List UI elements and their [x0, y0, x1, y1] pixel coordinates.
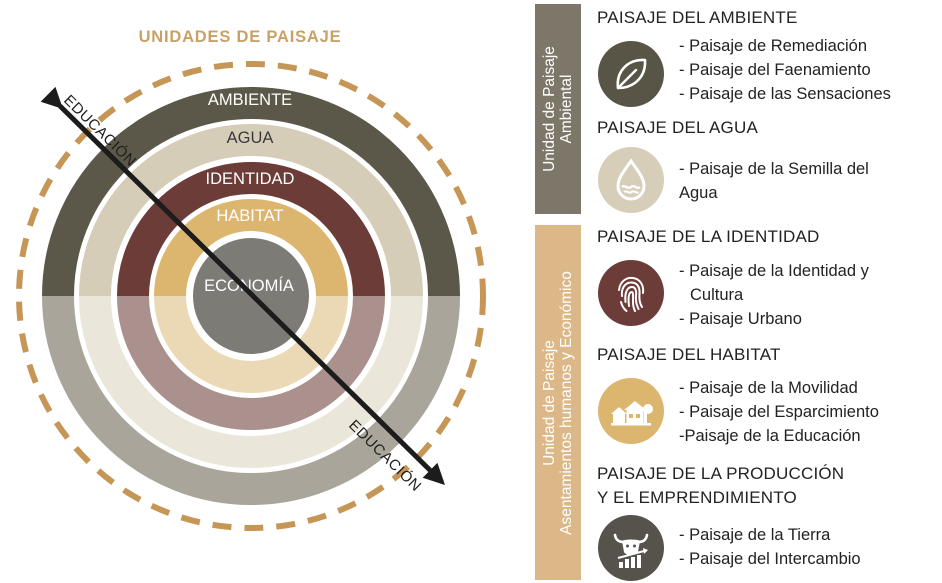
list-agua: - Paisaje de la Semilla del Agua — [679, 157, 869, 205]
ring-ambiente-lower — [42, 296, 460, 505]
heading-paisaje-habitat: PAISAJE DEL HABITAT — [597, 345, 781, 364]
education-arrow — [40, 86, 445, 485]
water-drop-icon — [616, 158, 646, 201]
list-item: Cultura — [690, 286, 744, 304]
unit-asentamientos-label-line2: Asentamientos humanos y Económico — [558, 270, 575, 535]
heading-produccion-line1: PAISAJE DE LA PRODUCCIÓN — [597, 464, 845, 483]
unit-asentamientos-label: Unidad de Paisaje Asentamientos humanos … — [541, 271, 575, 535]
ring-label-habitat: HABITAT — [216, 207, 283, 225]
ring-label-ambiente: AMBIENTE — [208, 91, 292, 109]
list-habitat: - Paisaje de la Movilidad - Paisaje del … — [679, 376, 879, 448]
icon-badge-agua — [598, 147, 664, 213]
list-item: - Paisaje del Esparcimiento — [679, 403, 879, 421]
heading-paisaje-ambiente: PAISAJE DEL AMBIENTE — [597, 8, 798, 27]
outer-dashed-ring — [16, 61, 486, 531]
list-item: -Paisaje de la Educación — [679, 427, 861, 445]
icon-badge-ambiente — [598, 41, 664, 107]
icon-badge-produccion — [598, 515, 664, 581]
heading-paisaje-produccion: PAISAJE DE LA PRODUCCIÓN Y EL EMPRENDIMI… — [597, 462, 844, 510]
icon-badge-habitat — [598, 378, 664, 444]
icon-badge-identidad — [598, 260, 664, 326]
list-item: - Paisaje Urbano — [679, 310, 802, 328]
leaf-icon — [616, 58, 647, 90]
heading-produccion-line2: Y EL EMPRENDIMIENTO — [597, 488, 797, 507]
list-item: - Paisaje del Faenamiento — [679, 61, 871, 79]
list-item: - Paisaje de la Semilla del — [679, 160, 869, 178]
unit-ambiental-label-line2: Ambiental — [558, 74, 575, 144]
fingerprint-icon — [618, 276, 645, 312]
unit-ambiental-label: Unidad de Paisaje Ambiental — [541, 46, 575, 172]
list-item: - Paisaje de la Identidad y — [679, 262, 869, 280]
list-item: - Paisaje de la Movilidad — [679, 379, 858, 397]
bull-chart-icon — [613, 533, 649, 568]
landscape-units-diagram: UNIDADES DE PAISAJE AMBIENTE AGUA IDENTI… — [16, 28, 486, 531]
ring-label-identidad: IDENTIDAD — [206, 170, 295, 188]
heading-paisaje-identidad: PAISAJE DE LA IDENTIDAD — [597, 227, 820, 246]
list-item: - Paisaje de las Sensaciones — [679, 85, 891, 103]
list-item: - Paisaje del Intercambio — [679, 550, 861, 568]
list-item: Agua — [679, 184, 718, 202]
unit-ambiental-label-line1: Unidad de Paisaje — [541, 46, 558, 172]
unit-asentamientos-label-line1: Unidad de Paisaje — [541, 339, 558, 466]
heading-paisaje-agua: PAISAJE DEL AGUA — [597, 118, 758, 137]
list-identidad: - Paisaje de la Identidad y Cultura - Pa… — [679, 259, 869, 331]
houses-icon — [611, 401, 653, 426]
diagram-title: UNIDADES DE PAISAJE — [139, 28, 342, 46]
unit-ambiental-bar: Unidad de Paisaje Ambiental — [535, 4, 581, 214]
list-ambiente: - Paisaje de Remediación - Paisaje del F… — [679, 34, 891, 106]
list-item: - Paisaje de Remediación — [679, 37, 868, 55]
list-item: - Paisaje de la Tierra — [679, 526, 831, 544]
ring-label-agua: AGUA — [227, 129, 274, 147]
unit-asentamientos-bar: Unidad de Paisaje Asentamientos humanos … — [535, 225, 581, 580]
list-produccion: - Paisaje de la Tierra - Paisaje del Int… — [679, 523, 861, 571]
